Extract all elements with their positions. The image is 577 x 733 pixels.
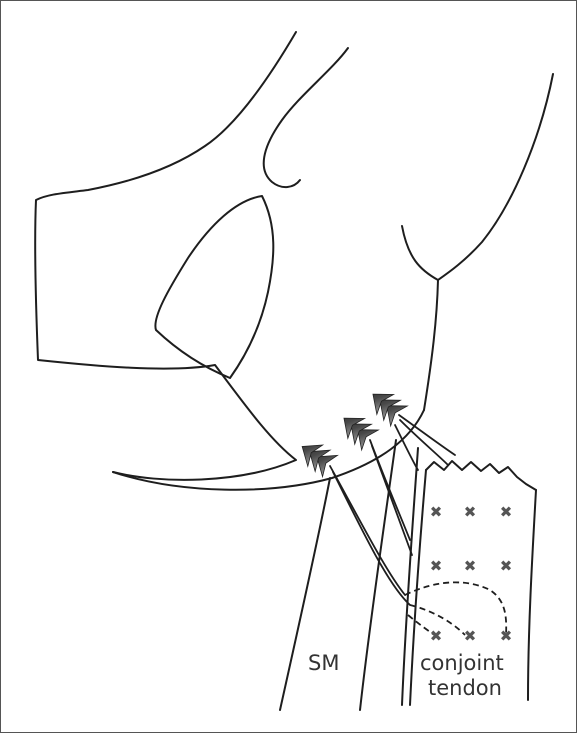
pubic-arc xyxy=(113,410,424,490)
label-sm: SM xyxy=(308,651,339,675)
anchor-arrow-1 xyxy=(295,436,338,477)
label-conjoint: conjoint xyxy=(420,651,504,675)
suture-marks: ✖ ✖ ✖ ✖ ✖ ✖ ✖ ✖ ✖ xyxy=(430,503,513,645)
obturator-foramen xyxy=(155,196,273,378)
suture-mark: ✖ xyxy=(500,627,513,645)
suture-mark: ✖ xyxy=(500,557,513,575)
sm-muscle-left xyxy=(280,478,330,710)
suture-mark: ✖ xyxy=(430,503,443,521)
pelvis-outline xyxy=(35,32,296,480)
suture-mark: ✖ xyxy=(464,503,477,521)
dashed-sutures xyxy=(405,582,506,636)
pubic-ramus xyxy=(424,280,438,410)
tendon-left-edge xyxy=(402,448,418,705)
label-tendon: tendon xyxy=(428,676,502,700)
iliac-line-right xyxy=(402,74,553,280)
suture-mark: ✖ xyxy=(464,557,477,575)
suture-mark: ✖ xyxy=(430,627,443,645)
spine-notch xyxy=(264,48,348,187)
tendon-right-edge xyxy=(528,490,536,700)
suture-mark: ✖ xyxy=(464,627,477,645)
suture-mark: ✖ xyxy=(500,503,513,521)
suture-mark: ✖ xyxy=(430,557,443,575)
tendon-torn-edge xyxy=(426,461,536,490)
